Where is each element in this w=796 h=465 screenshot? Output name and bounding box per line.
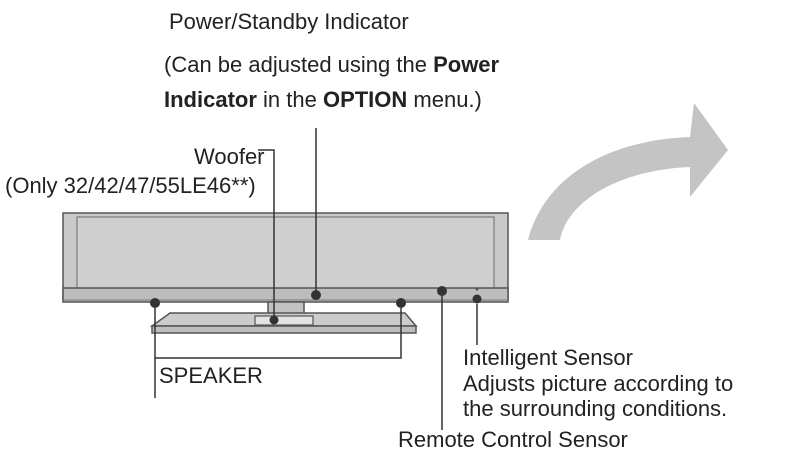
intelligent-sensor-label: Intelligent Sensor bbox=[463, 345, 633, 370]
intelligent-sensor-dot bbox=[472, 294, 482, 304]
woofer-leader-line bbox=[258, 149, 275, 316]
woofer-note: (Only 32/42/47/55LE46**) bbox=[5, 173, 256, 198]
power-note-text: (Can be adjusted using the bbox=[164, 52, 434, 77]
power-note-mid: in the bbox=[256, 87, 323, 112]
woofer-slot bbox=[254, 315, 314, 326]
power-note-bold: Power bbox=[433, 52, 500, 77]
remote-sensor-dot bbox=[437, 286, 447, 296]
speaker-right-dot bbox=[396, 298, 406, 308]
power-note-indicator-bold: Indicator bbox=[164, 87, 257, 112]
intelligent-sensor-desc-1: Adjusts picture according to bbox=[463, 371, 734, 396]
woofer-label: Woofer bbox=[194, 144, 265, 169]
speaker-label: SPEAKER bbox=[159, 363, 263, 388]
power-indicator-dot bbox=[311, 290, 321, 300]
power-note-option-bold: OPTION bbox=[322, 87, 408, 112]
tv-screen bbox=[76, 216, 495, 289]
intelligent-sensor-desc-2: the surrounding conditions. bbox=[463, 396, 728, 421]
power-note-end: menu.) bbox=[407, 87, 482, 112]
speaker-left-dot bbox=[150, 298, 160, 308]
power-indicator-note-line1: (Can be adjusted using the Power bbox=[164, 52, 499, 78]
curved-rotate-arrow-icon bbox=[528, 103, 728, 240]
power-indicator-note-line2: Indicator in the OPTION menu.) bbox=[164, 87, 482, 113]
power-indicator-title: Power/Standby Indicator bbox=[169, 9, 409, 34]
remote-control-sensor-label: Remote Control Sensor bbox=[398, 427, 628, 452]
woofer-dot bbox=[269, 315, 279, 325]
